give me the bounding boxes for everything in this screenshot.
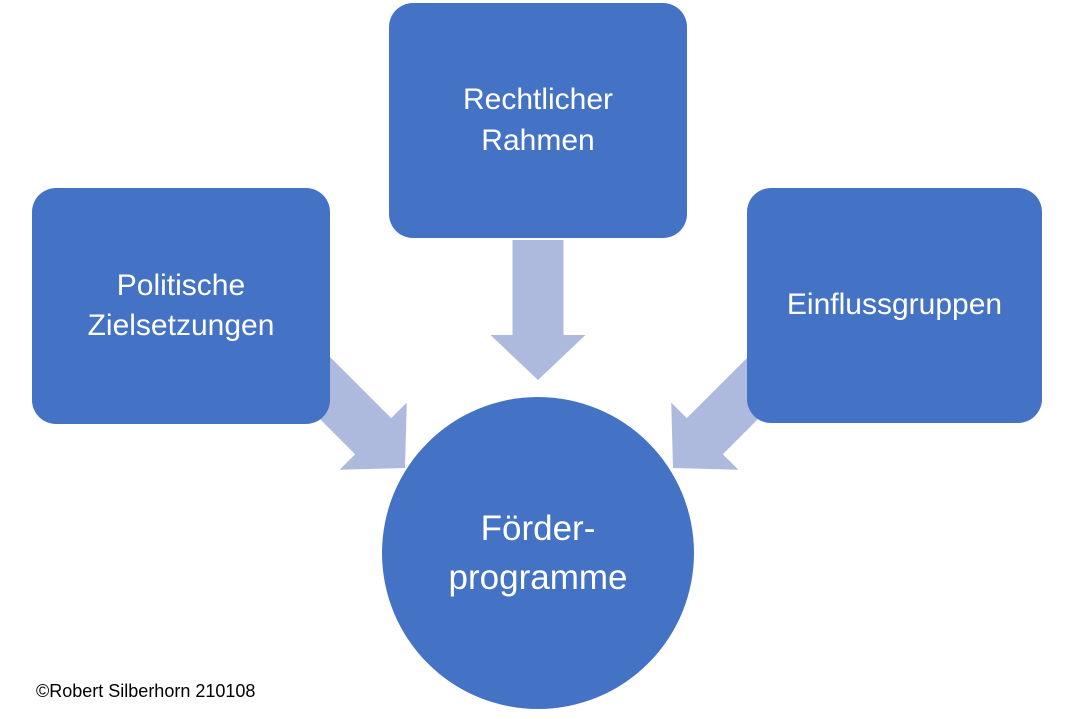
node-einflussgruppen: Einflussgruppen (747, 188, 1042, 423)
arrow-down-icon (490, 240, 586, 380)
node-rechtlicher-rahmen-label: Rechtlicher Rahmen (462, 83, 614, 157)
copyright-text: ©Robert Silberhorn 210108 (36, 681, 256, 701)
node-rechtlicher-rahmen: Rechtlicher Rahmen (389, 3, 687, 238)
node-politische-zielsetzungen: Politische Zielsetzungen (32, 188, 330, 424)
node-einflussgruppen-label: Einflussgruppen (786, 288, 1003, 322)
node-foerderprogramme: Förder- programme (382, 397, 694, 709)
node-foerderprogramme-label: Förder- programme (448, 509, 628, 597)
node-politische-zielsetzungen-label: Politische Zielsetzungen (87, 268, 275, 343)
